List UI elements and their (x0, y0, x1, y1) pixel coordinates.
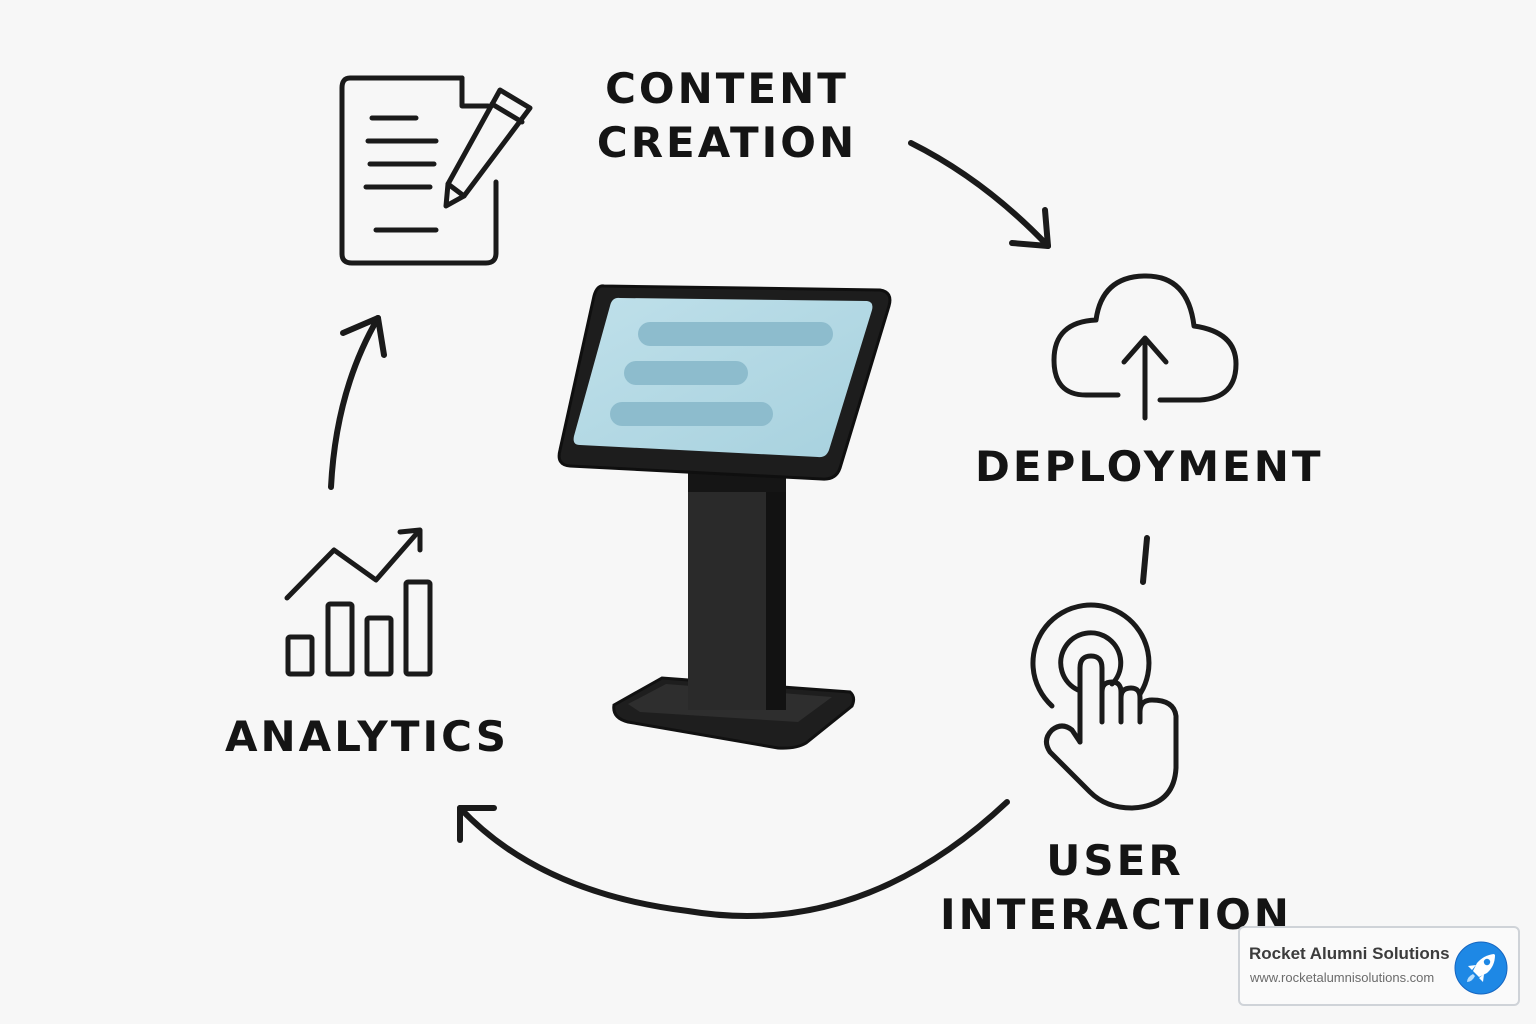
user-interaction-line2: INTERACTION (940, 890, 1292, 939)
content-creation-line1: CONTENT (605, 64, 849, 113)
brand-url[interactable]: www.rocketalumnisolutions.com (1250, 970, 1435, 985)
screen-bar-3 (610, 402, 773, 426)
screen-bar-1 (638, 322, 833, 346)
arrow-user-to-analytics (457, 799, 1010, 919)
user-interaction-line1: USER (1046, 836, 1184, 885)
kiosk-screen (557, 284, 892, 481)
tap-hand-icon (1030, 602, 1179, 811)
cloud-upload-icon (1051, 273, 1239, 421)
kiosk-column (688, 470, 786, 710)
brand-name: Rocket Alumni Solutions (1249, 944, 1450, 963)
deployment-label: DEPLOYMENT (975, 442, 1324, 491)
cycle-arrows (328, 140, 1150, 919)
content-creation-line2: CREATION (596, 118, 858, 167)
arrow-deployment-to-user (1140, 535, 1150, 585)
arrow-analytics-to-content (328, 315, 387, 490)
brand-badge[interactable]: Rocket Alumni Solutions www.rocketalumni… (1238, 926, 1520, 1006)
stage-label-content-creation: CONTENT CREATION (577, 62, 877, 170)
stage-label-analytics: ANALYTICS (222, 710, 512, 764)
stage-label-user-interaction: USER INTERACTION (940, 834, 1290, 942)
bar-chart-trend-icon (284, 527, 433, 677)
analytics-label: ANALYTICS (225, 712, 509, 761)
arrow-content-to-deployment (908, 140, 1051, 249)
touchscreen-kiosk-icon (557, 284, 892, 750)
stage-label-deployment: DEPLOYMENT (975, 440, 1324, 494)
rocket-icon (1454, 941, 1508, 995)
document-pencil-icon (339, 75, 533, 266)
screen-bar-2 (624, 361, 748, 385)
